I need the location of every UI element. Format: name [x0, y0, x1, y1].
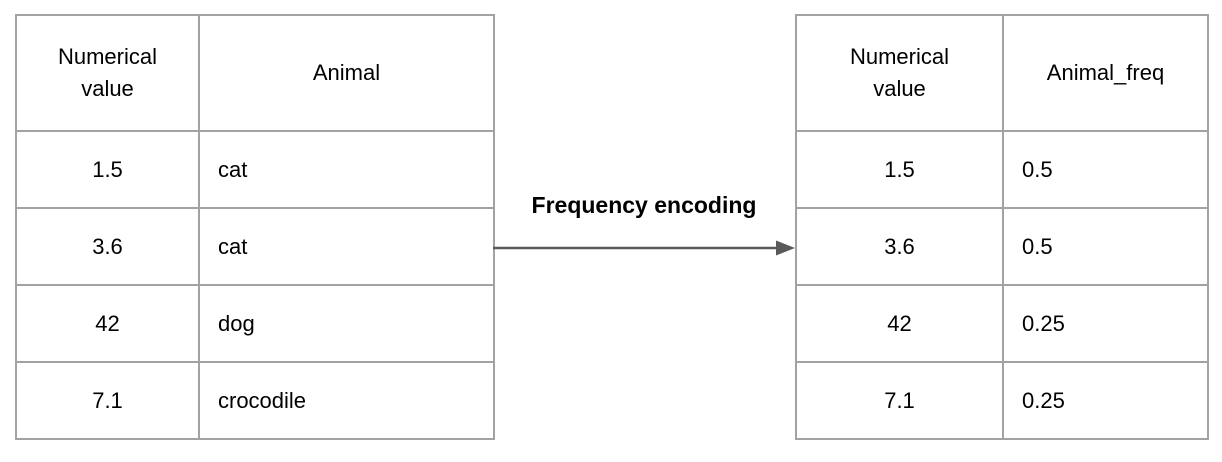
animal-freq-cell: 0.25	[1002, 361, 1209, 440]
header-label: Numerical value	[849, 44, 950, 101]
table-row: 42 dog	[15, 284, 495, 363]
numerical-value-cell: 42	[795, 284, 1004, 363]
numerical-value-cell: 1.5	[795, 130, 1004, 209]
numerical-value-cell: 1.5	[15, 130, 200, 209]
header-cell-numerical-value: Numerical value	[15, 14, 200, 132]
table-row: 3.6 cat	[15, 207, 495, 286]
table-row: 1.5 cat	[15, 130, 495, 209]
animal-freq-cell: 0.5	[1002, 207, 1209, 286]
numerical-value-cell: 3.6	[15, 207, 200, 286]
frequency-encoding-label: Frequency encoding	[531, 192, 757, 218]
header-label: Animal_freq	[1046, 60, 1165, 85]
arrow-head	[776, 240, 795, 256]
table-row: 7.1 crocodile	[15, 361, 495, 440]
header-label: Numerical value	[57, 44, 158, 101]
right-arrow-icon	[493, 240, 795, 256]
numerical-value-cell: 7.1	[795, 361, 1004, 440]
animal-cell: crocodile	[198, 361, 495, 440]
animal-freq-cell: 0.25	[1002, 284, 1209, 363]
numerical-value-cell: 3.6	[795, 207, 1004, 286]
animal-cell: cat	[198, 130, 495, 209]
table-header-row: Numerical value Animal_freq	[795, 14, 1209, 132]
animal-cell: dog	[198, 284, 495, 363]
source-table: Numerical value Animal 1.5 cat 3.6 cat 4…	[15, 14, 495, 440]
encoded-table: Numerical value Animal_freq 1.5 0.5 3.6 …	[795, 14, 1209, 440]
numerical-value-cell: 42	[15, 284, 200, 363]
header-label: Animal	[312, 60, 381, 85]
table-row: 1.5 0.5	[795, 130, 1209, 209]
animal-freq-cell: 0.5	[1002, 130, 1209, 209]
header-cell-animal: Animal	[198, 14, 495, 132]
table-row: 3.6 0.5	[795, 207, 1209, 286]
numerical-value-cell: 7.1	[15, 361, 200, 440]
table-row: 42 0.25	[795, 284, 1209, 363]
header-cell-animal-freq: Animal_freq	[1002, 14, 1209, 132]
animal-cell: cat	[198, 207, 495, 286]
table-row: 7.1 0.25	[795, 361, 1209, 440]
header-cell-numerical-value: Numerical value	[795, 14, 1004, 132]
table-header-row: Numerical value Animal	[15, 14, 495, 132]
